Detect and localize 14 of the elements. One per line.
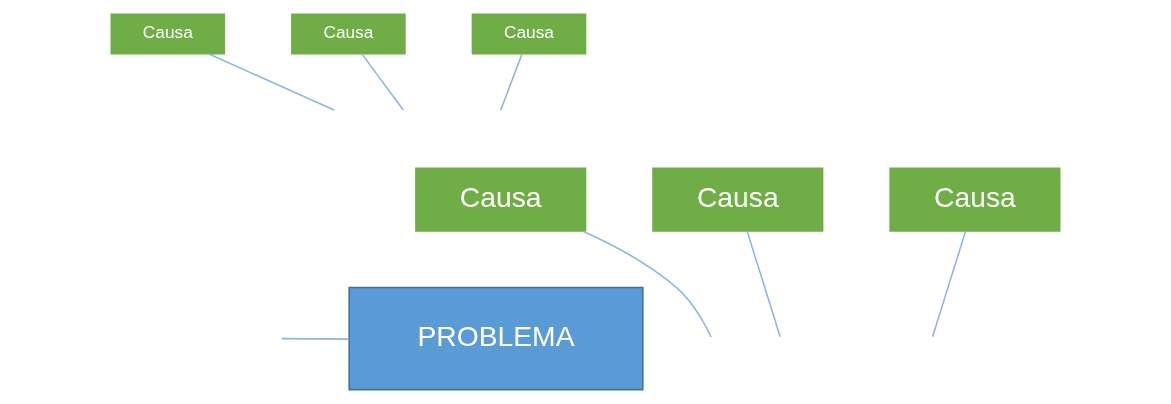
- node-box: PROBLEMA: [348, 286, 644, 391]
- node-box: Causa: [652, 167, 824, 232]
- node-box: Causa: [291, 13, 406, 55]
- connector: [746, 230, 781, 338]
- connector: [582, 230, 712, 338]
- connector: [280, 337, 350, 340]
- connector: [931, 230, 967, 338]
- connector: [499, 53, 523, 111]
- connector: [207, 53, 335, 111]
- node-box: Causa: [110, 13, 226, 55]
- node-box: Causa: [471, 13, 587, 55]
- node-box: Causa: [889, 167, 1061, 232]
- node-box: Causa: [415, 167, 587, 232]
- connector: [361, 53, 405, 111]
